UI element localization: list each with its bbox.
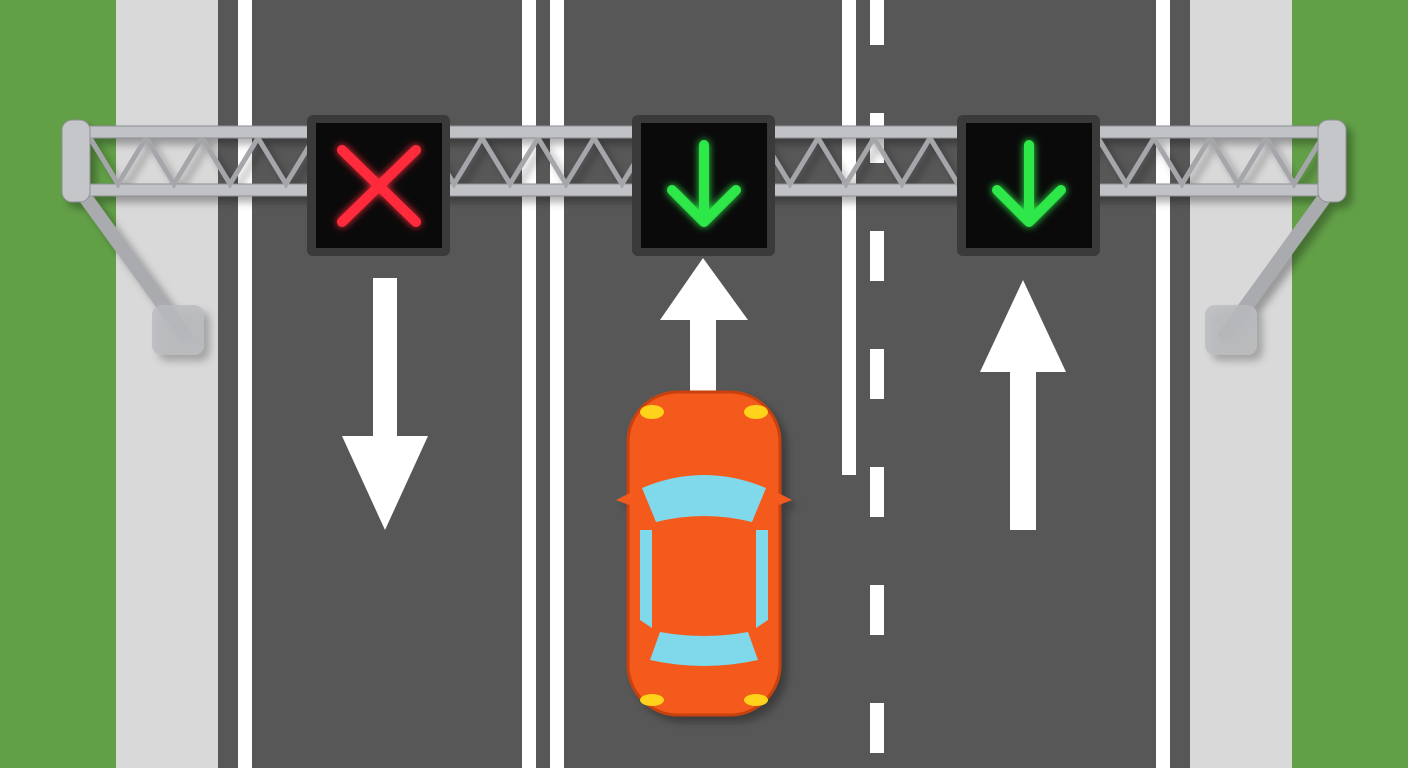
lane-dash: [870, 467, 884, 517]
truss-strut: [1207, 136, 1269, 189]
truss-strut: [815, 136, 877, 189]
sidewalk-left: [116, 0, 218, 768]
lane-signal-3: [957, 115, 1100, 256]
lane-dash: [870, 349, 884, 399]
lane-dash: [870, 703, 884, 753]
grass-left: [0, 0, 116, 768]
solid-line-lane-divider: [842, 0, 856, 475]
truss-strut: [871, 136, 933, 189]
truss-strut: [87, 136, 149, 189]
road-arrow-up-icon: [660, 258, 748, 395]
sidewalk-right: [1190, 0, 1292, 768]
lane-signal-1: [307, 115, 450, 256]
red-x-icon: [337, 145, 421, 227]
lane-signal-2: [632, 115, 775, 256]
truss-strut: [199, 136, 261, 189]
truss-strut: [1263, 136, 1325, 189]
double-line-b: [550, 0, 564, 768]
rear-window: [650, 632, 758, 666]
edge-line-left: [238, 0, 252, 768]
truss-strut: [143, 136, 205, 189]
edge-line-right: [1156, 0, 1170, 768]
windshield: [642, 475, 766, 522]
truss-strut: [479, 136, 541, 189]
green-down-arrow-icon: [667, 140, 741, 227]
truss-strut: [1151, 136, 1213, 189]
grass-right: [1292, 0, 1408, 768]
truss-strut: [1095, 136, 1157, 189]
truss-strut: [535, 136, 597, 189]
green-down-arrow-icon: [992, 140, 1066, 227]
truss-strut: [255, 136, 317, 189]
road-arrow-down-icon: [342, 278, 428, 530]
lane-dash: [870, 585, 884, 635]
double-line-a: [522, 0, 536, 768]
lane-dash: [870, 231, 884, 281]
road-arrow-up-icon: [980, 280, 1066, 530]
lane-dash: [870, 0, 884, 45]
car: [616, 390, 792, 717]
